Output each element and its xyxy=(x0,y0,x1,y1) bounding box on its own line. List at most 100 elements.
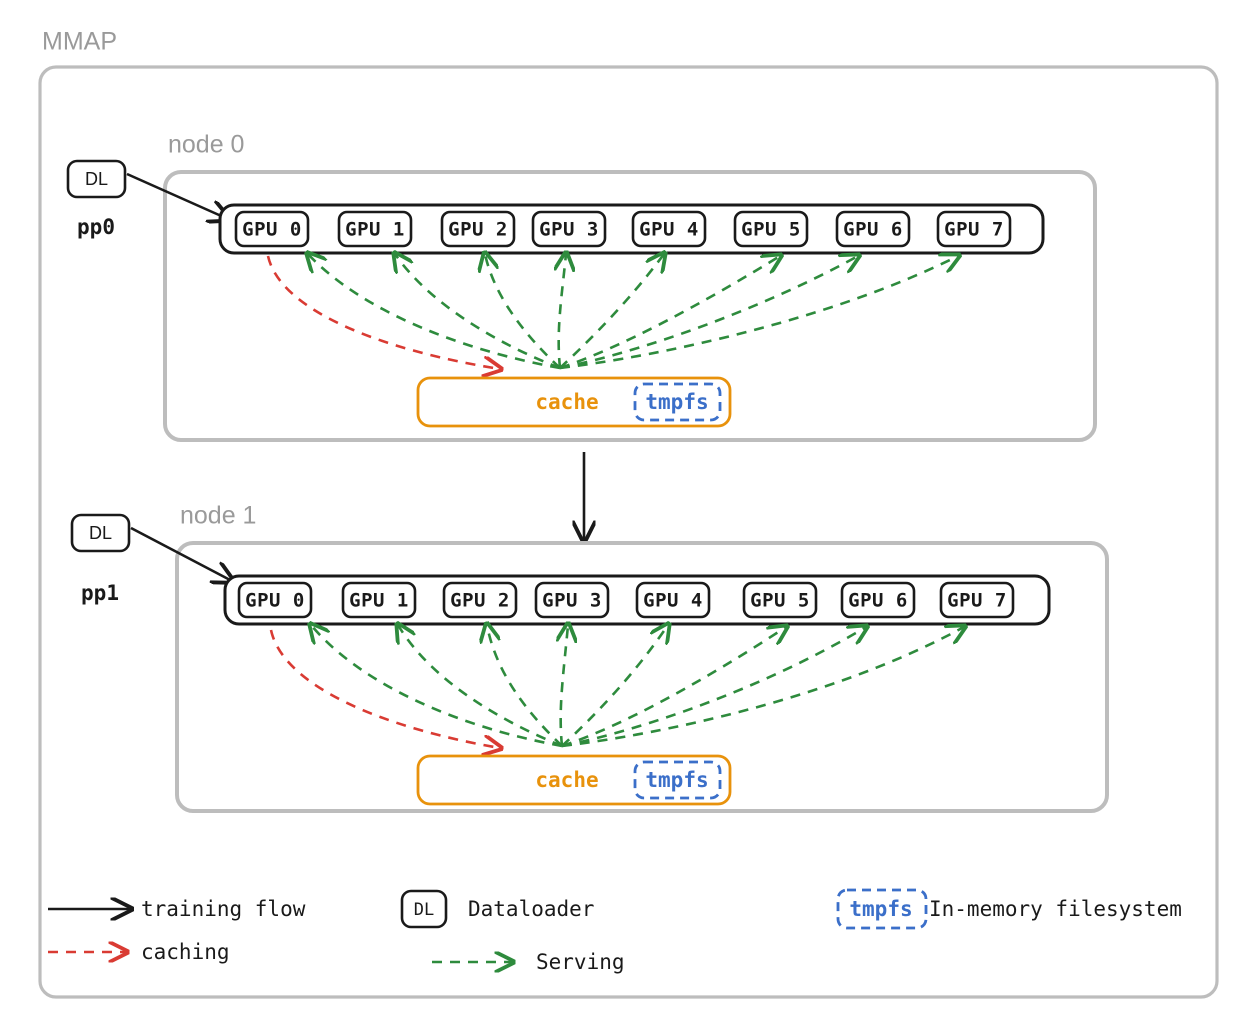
gpu-box[interactable] xyxy=(341,581,417,619)
node-0-gpu-1[interactable]: GPU 1 xyxy=(337,210,413,248)
node-1-cache[interactable]: cache tmpfs xyxy=(416,754,732,806)
legend-item-serving: Serving xyxy=(432,950,625,974)
gpu-box[interactable] xyxy=(534,581,610,619)
gpu-box[interactable] xyxy=(531,210,607,248)
gpu-box[interactable] xyxy=(742,581,818,619)
node-1-label: node 1 xyxy=(180,502,256,530)
gpu-label: GPU 6 xyxy=(843,219,903,241)
gpu-label: GPU 7 xyxy=(944,219,1004,241)
gpu-label: GPU 3 xyxy=(539,219,599,241)
dataloader-box[interactable] xyxy=(66,159,127,199)
legend-tmpfs-box-text: tmpfs xyxy=(849,897,912,921)
node-0-gpu-5[interactable]: GPU 5 xyxy=(733,210,809,248)
node-1-dataloader[interactable]: DL xyxy=(70,513,131,553)
legend-dataloader-box-text: DL xyxy=(414,900,434,920)
gpu-box[interactable] xyxy=(635,581,711,619)
node-1-gpu-4[interactable]: GPU 4 xyxy=(635,581,711,619)
serving-arrow-node-0-gpu-6 xyxy=(559,256,858,370)
node-1-gpu-1[interactable]: GPU 1 xyxy=(341,581,417,619)
gpu-box[interactable] xyxy=(631,210,707,248)
serving-arrow-node-1-gpu-5 xyxy=(561,627,786,748)
serving-arrow-node-0-gpu-4 xyxy=(559,254,664,369)
gpu-label: GPU 1 xyxy=(349,590,409,612)
gpu-label: GPU 3 xyxy=(542,590,602,612)
serving-arrow-node-1-gpu-7 xyxy=(561,627,964,748)
node-0-cache[interactable]: cache tmpfs xyxy=(416,376,732,428)
tmpfs-glyph-icon xyxy=(836,888,928,930)
mmap-container xyxy=(38,65,1219,999)
gpu-label: GPU 6 xyxy=(848,590,908,612)
node-1-gpu-2[interactable]: GPU 2 xyxy=(442,581,518,619)
gpu-box[interactable] xyxy=(939,581,1015,619)
gpu-label: GPU 5 xyxy=(750,590,810,612)
node-0-gpu-0[interactable]: GPU 0 xyxy=(234,210,310,248)
node-0-gpu-6[interactable]: GPU 6 xyxy=(835,210,911,248)
tmpfs-badge-label: tmpfs xyxy=(645,390,708,414)
gpu-label: GPU 4 xyxy=(639,219,699,241)
node-0-gpu-4[interactable]: GPU 4 xyxy=(631,210,707,248)
serving-arrow-node-0-gpu-3 xyxy=(559,254,566,369)
page-title: MMAP xyxy=(42,28,117,56)
serving-arrow-node-0-gpu-7 xyxy=(559,256,958,370)
gpu-box[interactable] xyxy=(440,210,516,248)
cache-label: cache xyxy=(535,390,598,414)
node-1-gpu-6[interactable]: GPU 6 xyxy=(840,581,916,619)
node-1-gpu-7[interactable]: GPU 7 xyxy=(939,581,1015,619)
serving-arrow-node-0-gpu-5 xyxy=(559,256,780,370)
node-1-gpu-5[interactable]: GPU 5 xyxy=(742,581,818,619)
dataloader-label: DL xyxy=(85,169,108,189)
legend-item-training-flow: training flow xyxy=(48,897,306,921)
legend-label-training-flow: training flow xyxy=(141,897,306,921)
gpu-label: GPU 1 xyxy=(345,219,405,241)
gpu-box[interactable] xyxy=(840,581,916,619)
gpu-label: GPU 2 xyxy=(450,590,510,612)
node-0-gpu-2[interactable]: GPU 2 xyxy=(440,210,516,248)
serving-arrow-node-1-gpu-1 xyxy=(398,625,563,748)
training-flow-arrow-node-1 xyxy=(130,526,232,581)
dataloader-glyph-icon xyxy=(400,889,448,929)
serving-arrow-node-1-gpu-6 xyxy=(561,627,866,748)
legend-label-tmpfs: In-memory filesystem xyxy=(929,897,1182,921)
serving-arrow-node-0-gpu-1 xyxy=(395,254,561,370)
serving-arrow-node-0-gpu-0 xyxy=(308,254,561,370)
node-1-gpu-0[interactable]: GPU 0 xyxy=(237,581,313,619)
gpu-box[interactable] xyxy=(936,210,1012,248)
dataloader-box[interactable] xyxy=(70,513,131,553)
gpu-box[interactable] xyxy=(835,210,911,248)
cache-label: cache xyxy=(535,768,598,792)
gpu-label: GPU 4 xyxy=(643,590,703,612)
node-0-gpu-7[interactable]: GPU 7 xyxy=(936,210,1012,248)
gpu-box[interactable] xyxy=(733,210,809,248)
serving-arrow-node-1-gpu-2 xyxy=(487,625,563,747)
training-flow-arrow-node-0 xyxy=(126,172,228,219)
node-1-container xyxy=(175,541,1109,813)
legend-label-dataloader: Dataloader xyxy=(468,897,594,921)
caching-arrow-node-1 xyxy=(269,629,500,748)
legend-item-dataloader: DL Dataloader xyxy=(400,889,594,929)
node-0-pipeline-stage-label: pp0 xyxy=(77,215,115,239)
gpu-label: GPU 0 xyxy=(245,590,305,612)
tmpfs-badge-label: tmpfs xyxy=(645,768,708,792)
node-0-label: node 0 xyxy=(168,131,244,159)
dataloader-label: DL xyxy=(89,523,112,543)
serving-arrow-node-1-gpu-4 xyxy=(561,625,668,747)
gpu-box[interactable] xyxy=(442,581,518,619)
node-1-pipeline-stage-label: pp1 xyxy=(81,581,119,605)
tmpfs-badge-box xyxy=(633,760,722,800)
gpu-label: GPU 7 xyxy=(947,590,1007,612)
gpu-box[interactable] xyxy=(237,581,313,619)
node-0-dataloader[interactable]: DL xyxy=(66,159,127,199)
node-1-gpu-3[interactable]: GPU 3 xyxy=(534,581,610,619)
serving-arrow-node-1-gpu-3 xyxy=(561,625,568,747)
node-0-gpu-3[interactable]: GPU 3 xyxy=(531,210,607,248)
gpu-box[interactable] xyxy=(234,210,310,248)
legend-item-tmpfs: tmpfs In-memory filesystem xyxy=(836,888,1182,930)
gpu-label: GPU 2 xyxy=(448,219,508,241)
caching-arrow-node-0 xyxy=(266,255,500,369)
legend-label-serving: Serving xyxy=(536,950,625,974)
gpu-box[interactable] xyxy=(337,210,413,248)
gpu-label: GPU 5 xyxy=(741,219,801,241)
legend-label-caching: caching xyxy=(141,940,230,964)
